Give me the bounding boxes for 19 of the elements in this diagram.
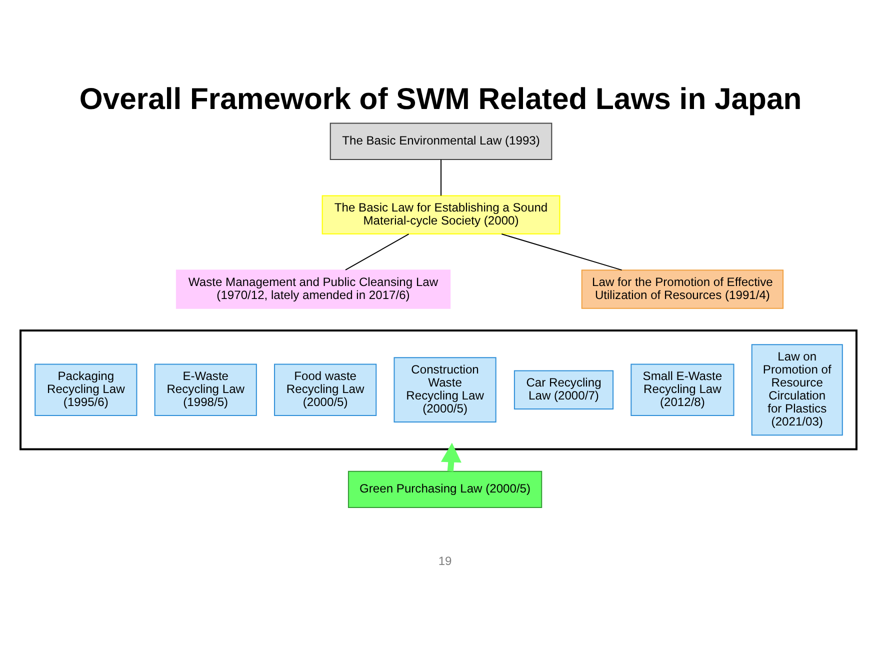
node-box: Green Purchasing Law (2000/5) <box>348 470 542 508</box>
node-box: The Basic Environmental Law (1993) <box>330 122 552 160</box>
node-box: Law on Promotion of Resource Circulation for Plastics (2021/03) <box>751 344 843 436</box>
connector <box>345 234 410 270</box>
node-box: Law for the Promotion of Effective Utilization of Resources (1991/4) <box>581 270 784 309</box>
diagram-title: Overall Framework of SWM Related Laws in Japan <box>79 83 802 116</box>
connector <box>501 234 622 271</box>
cluster <box>20 330 858 450</box>
node-box: Small E-Waste Recycling Law (2012/8) <box>630 364 734 416</box>
node-box: Packaging Recycling Law (1995/6) <box>34 364 138 416</box>
node-box: The Basic Law for Establishing a Sound Material-cycle Society (2000) <box>322 195 560 234</box>
node-box: Food waste Recycling Law (2000/5) <box>274 364 377 416</box>
connector <box>440 160 442 196</box>
node-box: Construction Waste Recycling Law (2000/5) <box>394 357 496 423</box>
node-box: E-Waste Recycling Law (1998/5) <box>154 364 257 416</box>
label: 19 <box>438 554 452 568</box>
arrow <box>440 442 462 472</box>
node-box: Car Recycling Law (2000/7) <box>514 370 614 410</box>
node-box: Waste Management and Public Cleansing Law (1970/12, lately amended in 2017/6) <box>176 270 451 309</box>
